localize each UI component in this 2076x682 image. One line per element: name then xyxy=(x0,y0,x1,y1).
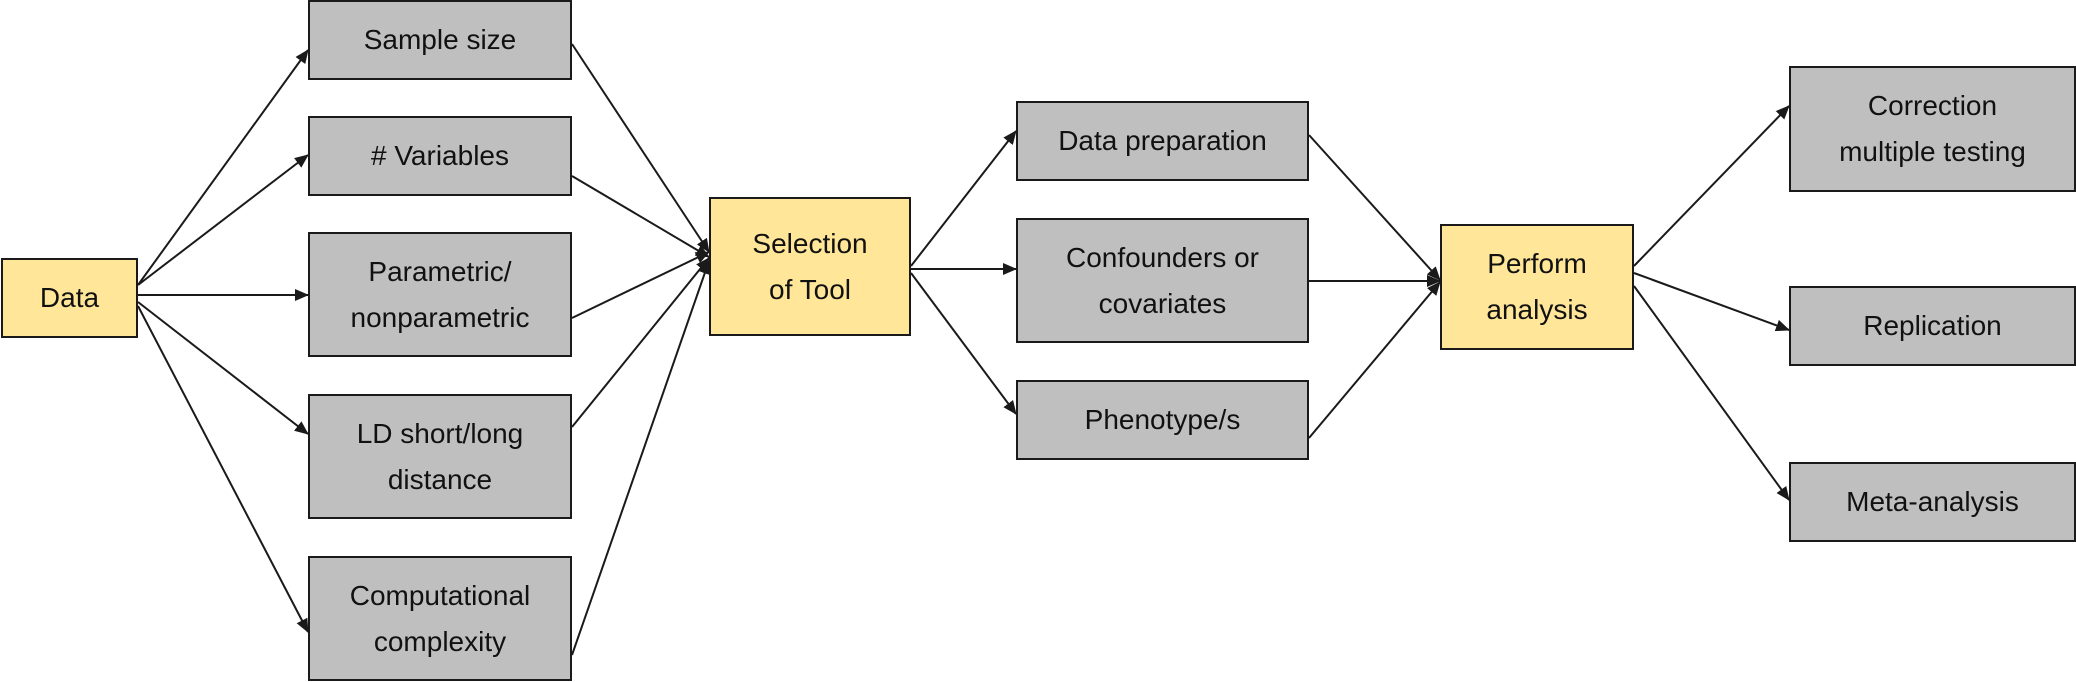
node-meta-analysis: Meta-analysis xyxy=(1789,462,2076,542)
node-ld-distance: LD short/long distance xyxy=(308,394,572,519)
node-selection-of-tool-label: Selection of Tool xyxy=(752,227,868,305)
node-perform-analysis: Perform analysis xyxy=(1440,224,1634,350)
arrow-computational-to-selection xyxy=(571,260,711,656)
arrow-sample-size-to-selection xyxy=(571,43,710,253)
arrow-parametric-to-selection xyxy=(571,251,710,319)
node-correction-multiple-testing: Correction multiple testing xyxy=(1789,66,2076,192)
node-data: Data xyxy=(1,258,138,338)
node-ld-distance-label: LD short/long distance xyxy=(356,417,524,495)
arrow-ld-to-selection xyxy=(571,257,710,428)
arrow-perform-to-replication xyxy=(1633,272,1790,332)
node-data-preparation: Data preparation xyxy=(1016,101,1309,181)
arrow-selection-to-phenotype xyxy=(910,272,1017,415)
node-correction-multiple-testing-label: Correction multiple testing xyxy=(1839,90,2026,167)
node-confounders: Confounders or covariates xyxy=(1016,218,1309,343)
node-variables-label: # Variables xyxy=(370,140,509,171)
arrow-data-to-computational xyxy=(137,305,309,633)
node-confounders-label: Confounders or covariates xyxy=(1065,241,1259,319)
node-data-preparation-label: Data preparation xyxy=(1058,125,1267,156)
arrow-data-to-variables xyxy=(137,154,309,286)
node-variables: # Variables xyxy=(308,116,572,196)
node-replication-label: Replication xyxy=(1863,310,2002,341)
node-parametric: Parametric/ nonparametric xyxy=(308,232,572,357)
node-data-label: Data xyxy=(39,282,100,313)
arrow-phenotype-to-perform xyxy=(1308,281,1441,439)
arrow-data-to-ld xyxy=(137,301,309,435)
arrow-perform-to-meta xyxy=(1633,285,1790,501)
node-meta-analysis-label: Meta-analysis xyxy=(1846,486,2019,517)
node-replication: Replication xyxy=(1789,286,2076,366)
arrow-selection-to-data-prep xyxy=(910,130,1017,267)
arrow-data-prep-to-perform xyxy=(1308,134,1441,281)
node-perform-analysis-label: Perform analysis xyxy=(1486,248,1588,325)
node-phenotype-label: Phenotype/s xyxy=(1084,404,1241,435)
arrow-data-to-sample-size xyxy=(137,49,309,286)
node-computational-complexity-label: Computational complexity xyxy=(349,579,531,657)
node-computational-complexity: Computational complexity xyxy=(308,556,572,681)
node-sample-size-label: Sample size xyxy=(363,24,517,55)
node-selection-of-tool: Selection of Tool xyxy=(709,197,911,336)
node-parametric-label: Parametric/ nonparametric xyxy=(350,255,530,333)
arrow-variables-to-selection xyxy=(571,175,710,258)
node-sample-size: Sample size xyxy=(308,0,572,80)
arrow-perform-to-correction xyxy=(1633,105,1790,267)
node-phenotype: Phenotype/s xyxy=(1016,380,1309,460)
